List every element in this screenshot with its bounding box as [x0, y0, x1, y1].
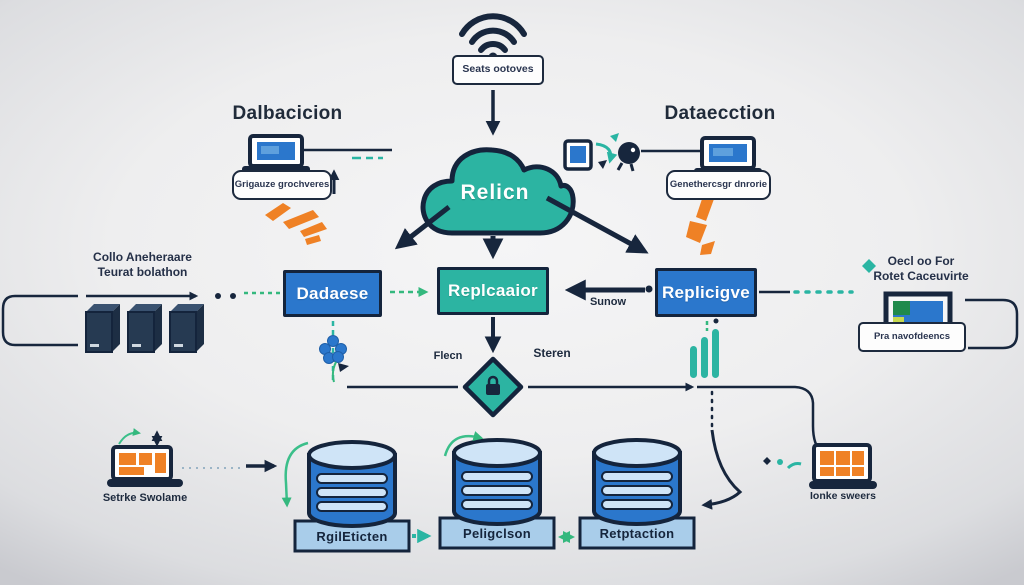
tablet-icon [563, 139, 593, 171]
bl-green-arc [118, 428, 141, 445]
cloud-shape [420, 147, 576, 236]
top-left-laptop-icon [242, 134, 310, 173]
db2-green-arc [443, 431, 484, 457]
br-teal-swoosh [786, 462, 802, 470]
db1-green-arc [281, 441, 309, 508]
right-side-line2: Rotet Caceuvirte [873, 269, 969, 283]
left-side-text: Collo Aneheraare Teurat bolathon [60, 250, 225, 280]
left-dot-2 [230, 293, 236, 299]
database-box: Dadaese [283, 270, 382, 317]
cloud-fanout-arrows [394, 195, 649, 260]
box3-connector-dot [645, 285, 653, 293]
replication-box: Replcaaior [437, 267, 549, 315]
replica-box: Replicigve [655, 268, 757, 317]
right-side-text: Oecl oo For Rotet Caceuvirte [862, 254, 980, 284]
curve-into-db3 [701, 429, 743, 510]
db-pedestal-label-2: Peligclson [462, 525, 532, 541]
br-teal-dot [777, 459, 783, 465]
midline-right-curve [697, 385, 824, 455]
top-left-heading: Dalbacicion [232, 103, 343, 124]
database-cylinder-2 [438, 438, 556, 550]
checkpoint-left-label: Flecn [433, 350, 463, 362]
left-bracket [1, 294, 78, 347]
teal-diamond-bullet [862, 259, 876, 273]
right-side-line1: Oecl oo For [887, 254, 955, 268]
right-bracket [965, 298, 1019, 350]
database-cylinder-3 [578, 438, 696, 550]
lock-icon [486, 375, 500, 395]
orange-bolt-right-icon [686, 196, 715, 255]
left-side-line2: Teurat bolathon [97, 265, 188, 279]
bottom-right-laptop-icon [809, 443, 877, 489]
top-left-label-box: Grigauze grochveres [232, 170, 332, 200]
checkpoint-right-label: Steren [533, 346, 571, 360]
left-side-line1: Collo Aneheraare [93, 250, 192, 264]
bar-chart-icon [690, 318, 719, 378]
br-dot-diamond [763, 457, 771, 465]
top-right-heading: Dataecction [664, 103, 776, 124]
scanner-icon [616, 142, 640, 172]
database-cylinder-1 [293, 440, 411, 553]
refresh-arrow-icon [595, 142, 618, 164]
bottom-left-laptop-icon [107, 445, 183, 487]
orange-bolt-left-icon [265, 203, 327, 245]
wifi-label-box: Seats ootoves [452, 55, 544, 85]
bottom-left-label: Setrke Swolame [102, 492, 188, 504]
small-arrowhead-icon [598, 160, 607, 169]
flower-cluster-icon [319, 335, 349, 383]
right-label-box: Pra navofdeencs [858, 322, 966, 352]
small-flag-icon [610, 133, 619, 142]
bottom-right-label: Ionke sweers [810, 490, 876, 502]
left-dot-1 [215, 293, 221, 299]
top-right-label-box: Genethercsgr dnrorie [666, 170, 771, 200]
server-stack-icon [85, 304, 204, 353]
arrow-label: Sunow [589, 296, 627, 308]
cloud-label: Relicn [460, 181, 530, 204]
db-pedestal-label-1: RgilEticten [316, 528, 388, 544]
db-pedestal-label-3: Retptaction [599, 525, 675, 541]
